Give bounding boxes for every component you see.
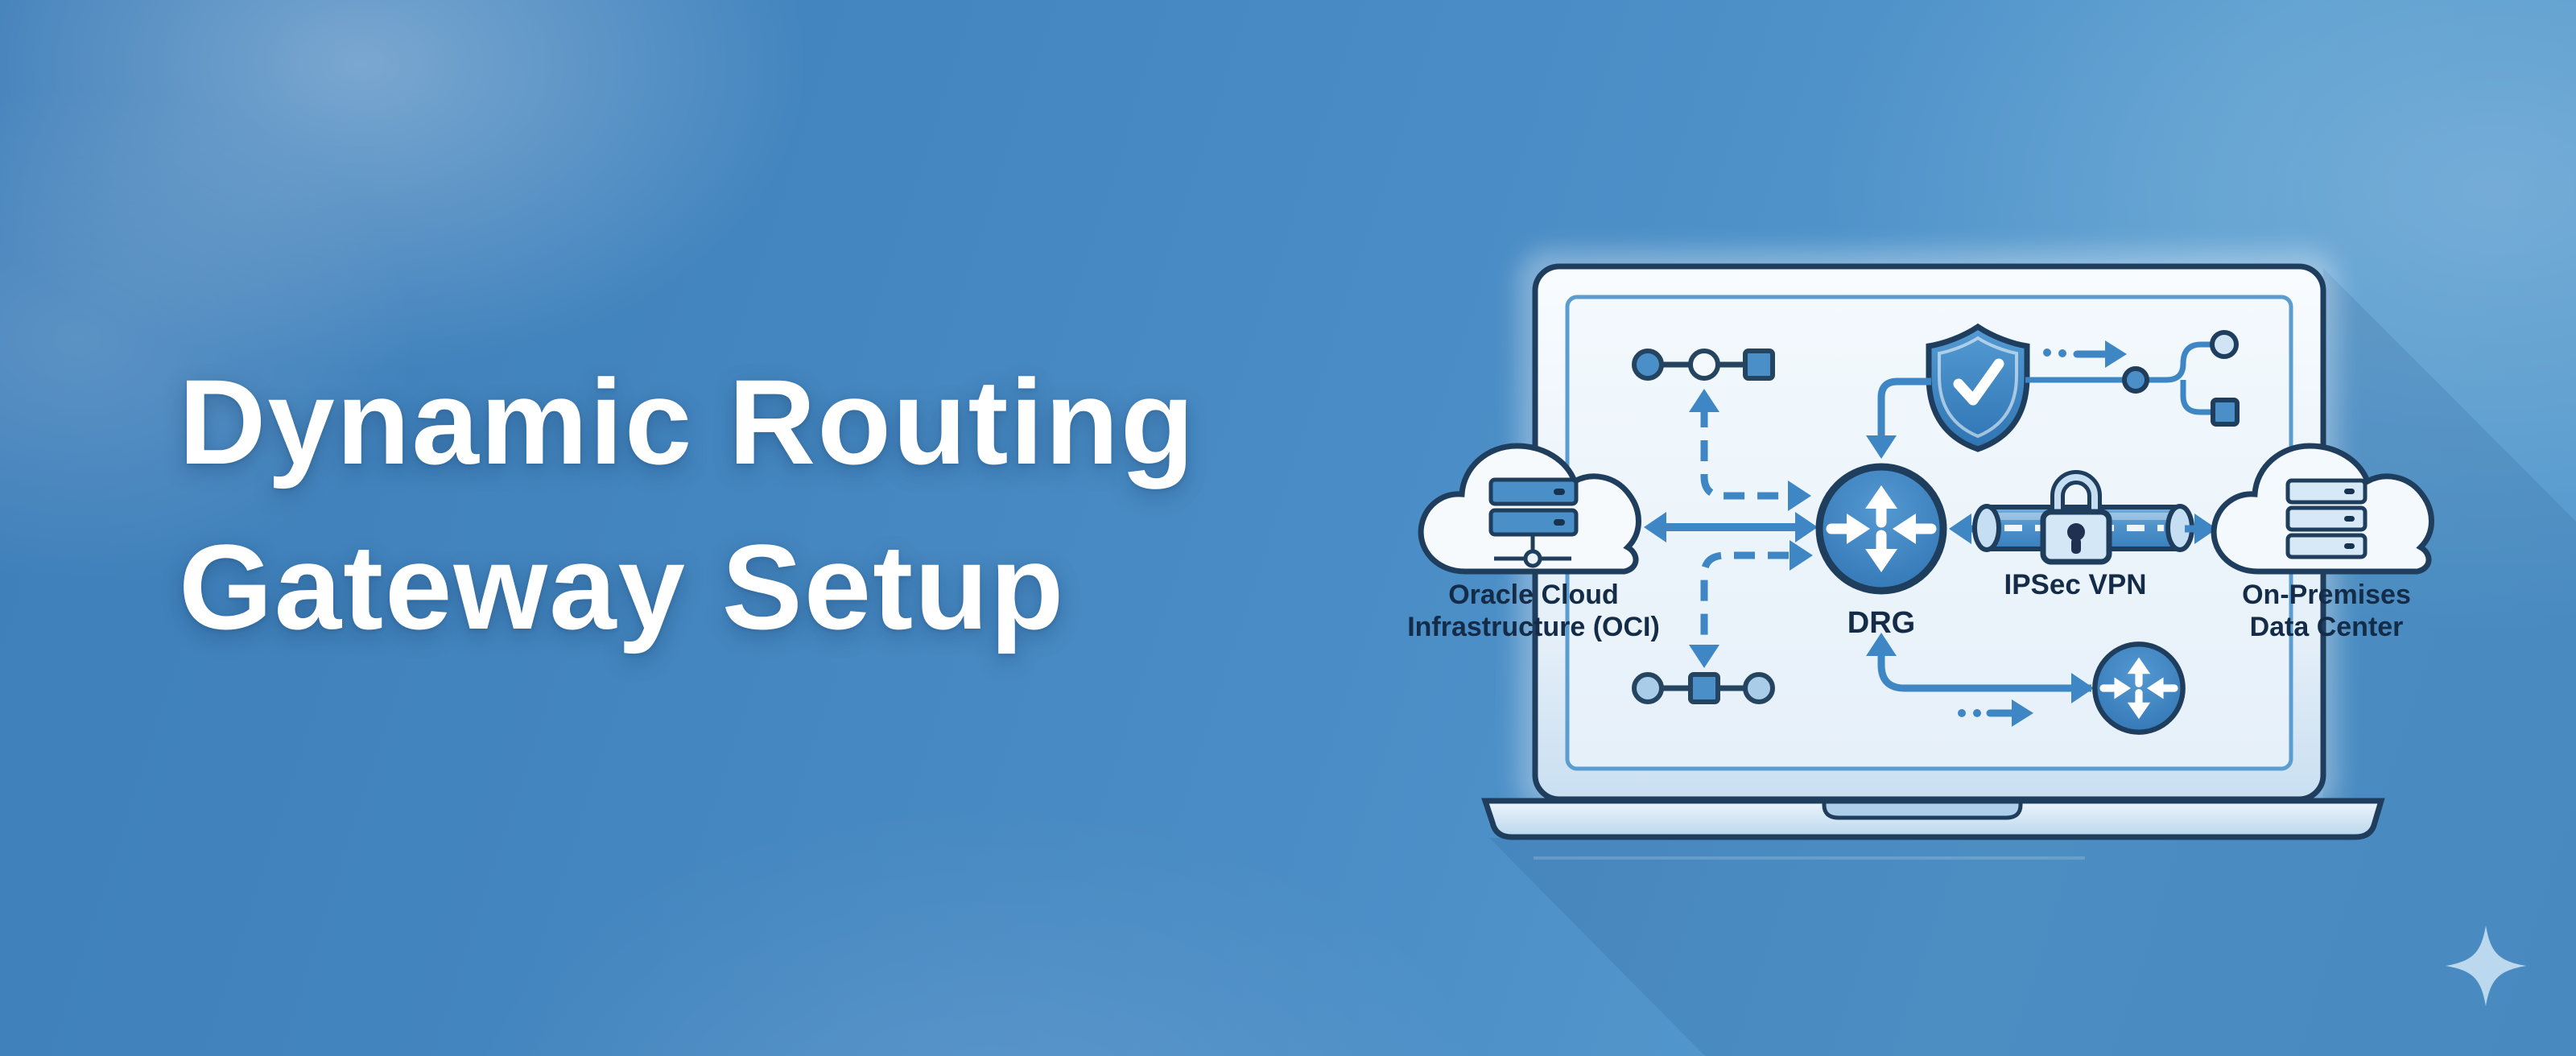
subnet-chain-bottom-icon	[1632, 672, 1775, 704]
dashed-route-upper	[1689, 389, 1811, 511]
bidirectional-arrow	[1644, 512, 1818, 542]
drg-to-edge-router-arrow	[1866, 633, 2094, 703]
dotted-arrow-bottom	[1958, 699, 2033, 727]
onprem-label-line-2: Data Center	[2250, 612, 2404, 642]
vpn-tunnel-lock-icon	[1949, 470, 2217, 565]
server-rack-icon	[2285, 478, 2368, 559]
page-title: Dynamic Routing Gateway Setup	[179, 340, 1195, 670]
title-line-2: Gateway Setup	[179, 519, 1066, 654]
route-branch-tree	[2025, 330, 2240, 427]
laptop-drop-shadow	[1489, 268, 2576, 1056]
padlock-icon	[2040, 470, 2112, 565]
sparkle-icon	[2446, 926, 2526, 1006]
onprem-cloud-icon	[2214, 446, 2431, 571]
oci-label-line-2: Infrastructure (OCI)	[1407, 612, 1660, 642]
title-line-1: Dynamic Routing	[179, 354, 1196, 489]
drg-router-icon	[1819, 467, 1943, 591]
shield-to-drg-arrow	[1866, 377, 1931, 459]
oci-cloud-icon	[1421, 446, 1638, 571]
edge-router-icon	[2095, 644, 2182, 732]
dotted-arrow-top	[2043, 340, 2127, 368]
subnet-chain-top-icon	[1632, 349, 1775, 381]
branch-node	[2122, 366, 2149, 394]
oci-label-line-1: Oracle Cloud	[1448, 580, 1619, 610]
drg-label: DRG	[1847, 606, 1915, 640]
ipsec-vpn-label: IPSec VPN	[2004, 569, 2146, 600]
branch-leaf-circle	[2210, 330, 2239, 359]
dashed-route-lower	[1689, 540, 1813, 668]
onprem-label-line-1: On-Premises	[2242, 580, 2411, 610]
branch-leaf-square	[2211, 398, 2240, 427]
shield-check-icon	[1926, 323, 2030, 452]
laptop-base-notch	[1822, 799, 2023, 820]
server-rack-icon	[1488, 477, 1579, 568]
